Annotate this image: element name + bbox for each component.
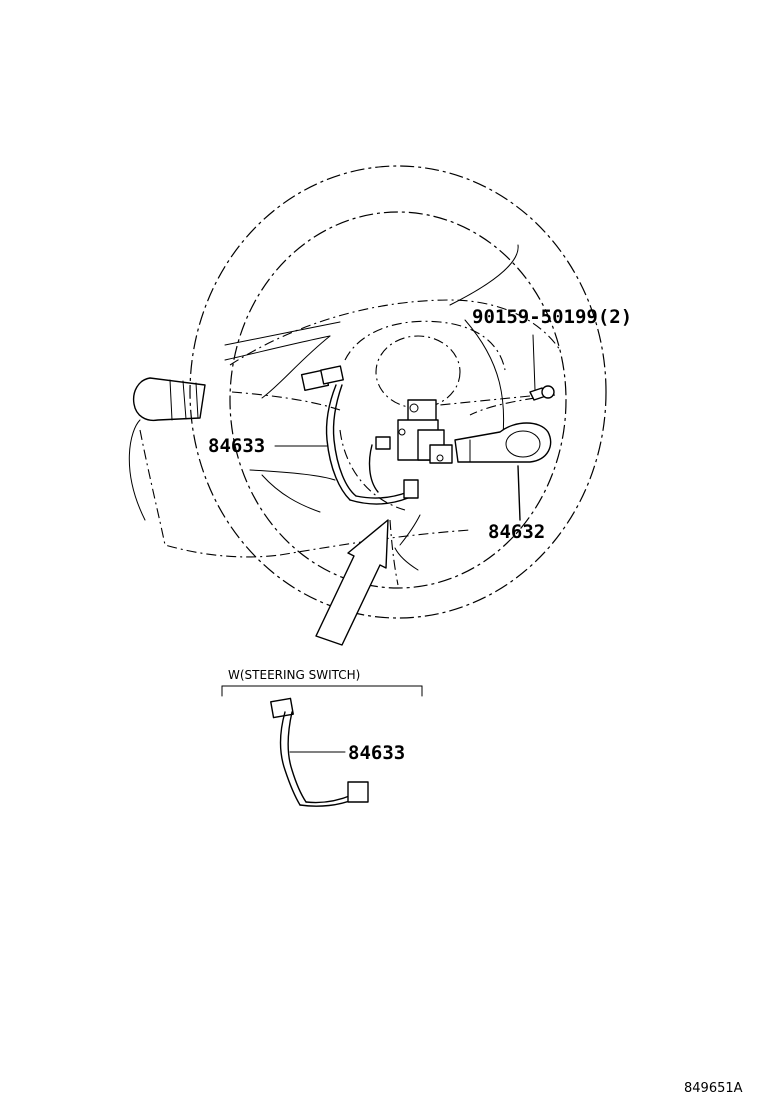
wire-harness-main — [300, 365, 419, 505]
wire-harness-variant — [270, 697, 369, 807]
variant-bracket — [221, 685, 423, 697]
label-variant-note: W(STEERING SWITCH) — [228, 668, 360, 682]
leader-lines — [274, 334, 536, 521]
steering-wheel-rim — [189, 165, 607, 619]
view-arrow — [315, 519, 389, 646]
screw — [439, 385, 555, 406]
column-lever — [132, 377, 206, 422]
label-harness-variant: 84633 — [348, 742, 405, 764]
label-switch-assembly: 84632 — [488, 521, 545, 543]
label-screw: 90159-50199(2) — [472, 306, 632, 328]
label-harness-main: 84633 — [208, 435, 265, 457]
steering-switch-assembly — [397, 399, 552, 464]
figure-code: 849651A — [684, 1081, 743, 1096]
